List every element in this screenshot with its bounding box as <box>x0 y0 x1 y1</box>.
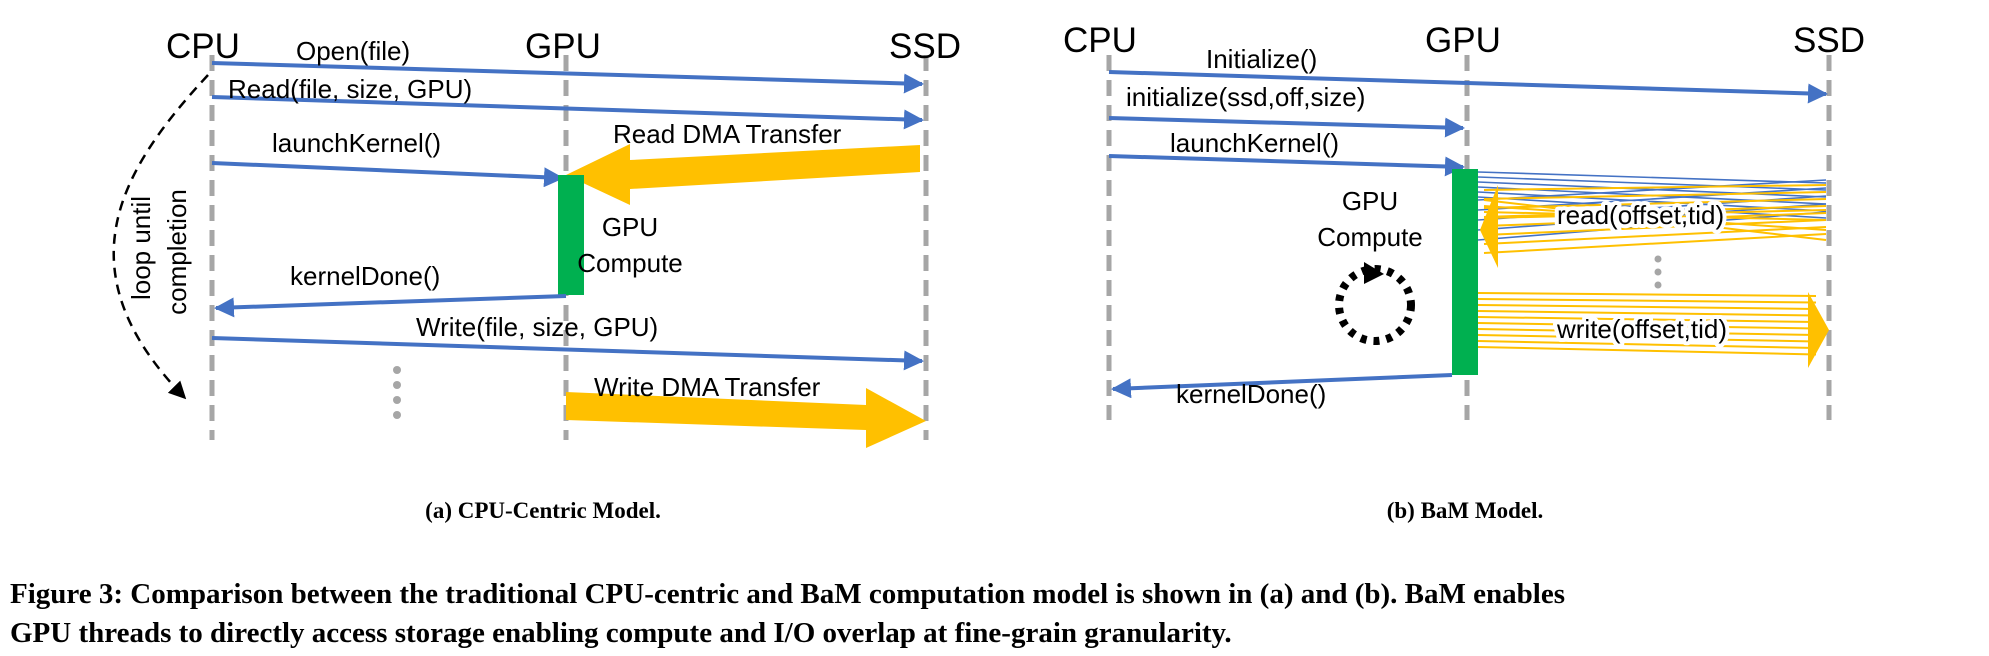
read-response-line <box>1483 199 1827 241</box>
write-request-line <box>1477 346 1817 356</box>
gpu-compute-bar <box>1452 169 1478 375</box>
open-file-arrow <box>211 61 924 94</box>
write-request-line <box>1477 310 1817 317</box>
gpu-compute-line1: GPU <box>602 212 658 242</box>
read-response-line <box>1483 209 1827 219</box>
kernel-done-arrow <box>214 294 567 318</box>
kernel-done-label: kernelDone() <box>290 261 440 291</box>
read-response-line <box>1483 226 1827 245</box>
write-request-line <box>1477 298 1817 304</box>
write-dma-transfer-arrow <box>566 388 926 448</box>
initialize-arrow <box>1108 70 1828 104</box>
panel-a-caption: (a) CPU-Centric Model. <box>425 498 661 523</box>
loop-until-completion-arrow <box>112 74 209 400</box>
write-file-label: Write(file, size, GPU) <box>416 312 658 342</box>
read-response-line <box>1483 184 1827 191</box>
read-response-line <box>1483 233 1827 254</box>
write-request-arrowhead <box>1808 292 1829 368</box>
ssd-lane-title: SSD <box>889 27 961 66</box>
gpu-compute-line2: Compute <box>577 248 683 278</box>
write-request-line <box>1477 292 1817 297</box>
cpu-lane-title: CPU <box>1063 21 1137 60</box>
loop-label-line2: completion <box>162 189 192 315</box>
initialize-ssd-label: initialize(ssd,off,size) <box>1126 82 1365 112</box>
write-request-line <box>1477 322 1817 330</box>
write-request-line <box>1477 316 1817 323</box>
launch-kernel-label: launchKernel() <box>272 128 441 158</box>
read-file-arrow <box>211 95 924 130</box>
read-dma-transfer-label: Read DMA Transfer <box>613 119 842 149</box>
compute-loop-arrowhead <box>1364 262 1384 284</box>
read-response-line <box>1483 219 1827 236</box>
gpu-lane-title: GPU <box>1425 21 1501 60</box>
open-file-label: Open(file) <box>296 36 410 66</box>
figure-caption-line2: GPU threads to directly access storage e… <box>10 617 1232 649</box>
compute-loop-circle <box>1335 265 1415 345</box>
read-request-line <box>1477 176 1827 191</box>
write-request-line <box>1477 328 1817 336</box>
read-dma-transfer-arrow <box>566 144 920 205</box>
gpu-lane-title: GPU <box>525 27 601 66</box>
panel-a-cpu-centric-model: CPU GPU SSD Open(file) Read(file, size, … <box>112 27 961 523</box>
read-response-line <box>1483 205 1827 231</box>
cpu-lane-title: CPU <box>166 27 240 66</box>
panel-b-caption: (b) BaM Model. <box>1387 498 1544 523</box>
gpu-compute-bar <box>558 175 584 295</box>
figure-caption-line1: Figure 3: Comparison between the traditi… <box>10 578 1565 610</box>
kernel-done-arrow <box>1111 373 1453 399</box>
write-offset-tid-label: write(offset,tid) <box>1556 314 1727 344</box>
read-file-label: Read(file, size, GPU) <box>228 74 472 104</box>
launch-kernel-arrow <box>1108 154 1465 177</box>
gpu-compute-line1: GPU <box>1342 186 1398 216</box>
read-request-line <box>1477 179 1827 201</box>
write-request-line <box>1477 334 1817 343</box>
ssd-lane-title: SSD <box>1793 21 1865 60</box>
write-dma-transfer-label: Write DMA Transfer <box>594 372 821 402</box>
read-offset-tid-label: read(offset,tid) <box>1557 200 1724 230</box>
write-request-line <box>1477 304 1817 310</box>
read-response-line <box>1483 205 1827 218</box>
read-response-line <box>1483 191 1827 200</box>
read-response-arrowhead <box>1480 185 1498 268</box>
launch-kernel-label: launchKernel() <box>1170 128 1339 158</box>
launch-kernel-arrow <box>211 161 564 188</box>
initialize-ssd-arrow <box>1108 116 1465 138</box>
read-request-line <box>1477 171 1827 184</box>
kernel-done-label: kernelDone() <box>1176 379 1326 409</box>
gpu-compute-line2: Compute <box>1317 222 1423 252</box>
read-response-line <box>1483 211 1827 221</box>
continuation-dots <box>393 366 401 419</box>
loop-label-line1: loop until <box>126 196 156 300</box>
continuation-dots <box>1654 255 1662 289</box>
initialize-label: Initialize() <box>1206 44 1317 74</box>
panel-b-bam-model: CPU GPU SSD Initialize() initialize(ssd,… <box>1063 21 1865 523</box>
write-request-line <box>1477 340 1817 349</box>
read-requests-fan <box>1477 171 1827 268</box>
write-requests-fan <box>1477 292 1829 368</box>
write-file-arrow <box>211 336 924 371</box>
read-request-line <box>1477 211 1827 241</box>
